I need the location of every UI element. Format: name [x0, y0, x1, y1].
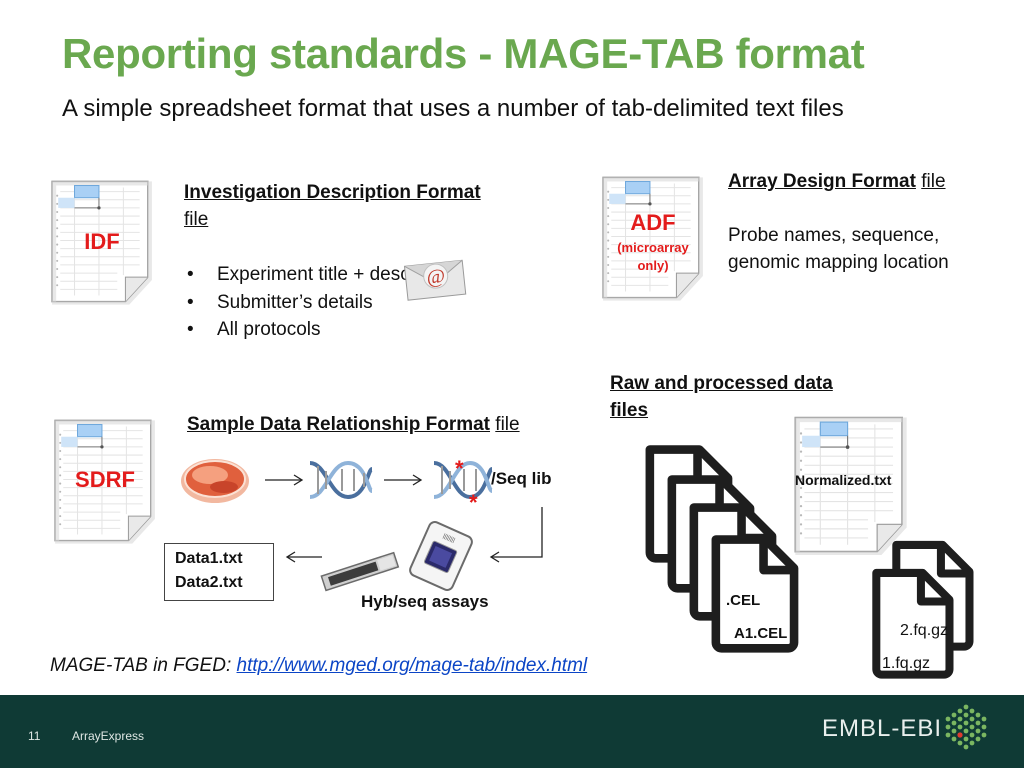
footer-section: ArrayExpress	[72, 729, 145, 743]
sdrf-document-icon: SDRF	[49, 416, 161, 544]
sdrf-heading: Sample Data Relationship Format file	[187, 411, 607, 438]
svg-text:||||||||: ||||||||	[442, 533, 456, 544]
asterisk-mark: *	[469, 490, 478, 515]
embl-ebi-logo-text: EMBL-EBI	[822, 715, 943, 742]
idf-bullet-list: Experiment title + description Submitter…	[184, 261, 544, 344]
raw-heading-line1: Raw and processed data	[610, 373, 833, 394]
petri-dish-icon	[180, 455, 250, 505]
sdrf-heading-suffix: file	[495, 414, 520, 435]
cel-file-label: .CEL	[726, 592, 761, 609]
data-file-name: Data1.txt	[175, 550, 243, 567]
arrow-right-icon	[263, 472, 305, 488]
idf-heading: Investigation Description Format file	[184, 179, 564, 233]
embl-ebi-logo-icon	[940, 703, 992, 755]
page-subtitle: A simple spreadsheet format that uses a …	[62, 95, 844, 122]
list-item: All protocols	[184, 316, 544, 344]
arrow-left-icon	[284, 549, 324, 565]
data-file-name: Data2.txt	[175, 574, 243, 591]
reference-link-line: MAGE-TAB in FGED: http://www.mged.org/ma…	[50, 655, 587, 677]
footer-bar: 11 ArrayExpress EMBL-EBI	[0, 695, 1024, 768]
fastq-file-label: 1.fq.gz	[882, 655, 931, 672]
microarray-slide-icon	[318, 548, 402, 596]
page-title: Reporting standards - MAGE-TAB format	[62, 30, 865, 77]
sdrf-label: SDRF	[75, 467, 135, 492]
idf-label: IDF	[84, 229, 120, 254]
sequencing-chip-icon: ||||||||	[404, 521, 478, 591]
svg-text:@: @	[425, 265, 446, 289]
adf-sublabel-line1: (microarray	[617, 240, 689, 255]
adf-document-icon: ADF (microarray only)	[597, 173, 709, 301]
adf-label: ADF	[630, 210, 676, 235]
adf-heading: Array Design Format file	[728, 168, 1018, 195]
reference-link-prefix: MAGE-TAB in FGED:	[50, 655, 237, 676]
sdrf-heading-title: Sample Data Relationship Format	[187, 414, 491, 435]
cel-file-label: A1.CEL	[734, 625, 788, 642]
idf-heading-suffix: file	[184, 209, 209, 230]
normalized-label: Normalized.txt	[795, 472, 892, 488]
data-files-box: Data1.txt Data2.txt	[164, 543, 274, 601]
fastq-file-label: 2.fq.gz	[900, 622, 949, 639]
dna-helix-icon	[308, 455, 374, 505]
adf-description: Probe names, sequence, genomic mapping l…	[728, 225, 949, 273]
arrow-right-icon	[382, 472, 424, 488]
raw-heading: Raw and processed data files	[610, 370, 910, 424]
arrow-down-left-icon	[488, 505, 548, 567]
idf-heading-title: Investigation Description Format	[184, 182, 481, 203]
page-number: 11	[28, 729, 41, 743]
list-item: Submitter’s details	[184, 289, 544, 317]
adf-heading-title: Array Design Format	[728, 171, 916, 192]
idf-document-icon: IDF	[46, 177, 158, 305]
adf-heading-suffix: file	[921, 171, 946, 192]
email-at-icon: @	[402, 257, 472, 301]
seq-lib-label: /Seq lib	[491, 469, 552, 488]
adf-sublabel-line2: only)	[637, 258, 669, 273]
assays-label: Hyb/seq assays	[361, 592, 489, 611]
asterisk-mark: *	[455, 456, 464, 481]
dna-helix-icon	[432, 455, 494, 505]
list-item: Experiment title + description	[184, 261, 544, 289]
raw-heading-line2: files	[610, 400, 649, 421]
mage-tab-link[interactable]: http://www.mged.org/mage-tab/index.html	[236, 655, 588, 676]
